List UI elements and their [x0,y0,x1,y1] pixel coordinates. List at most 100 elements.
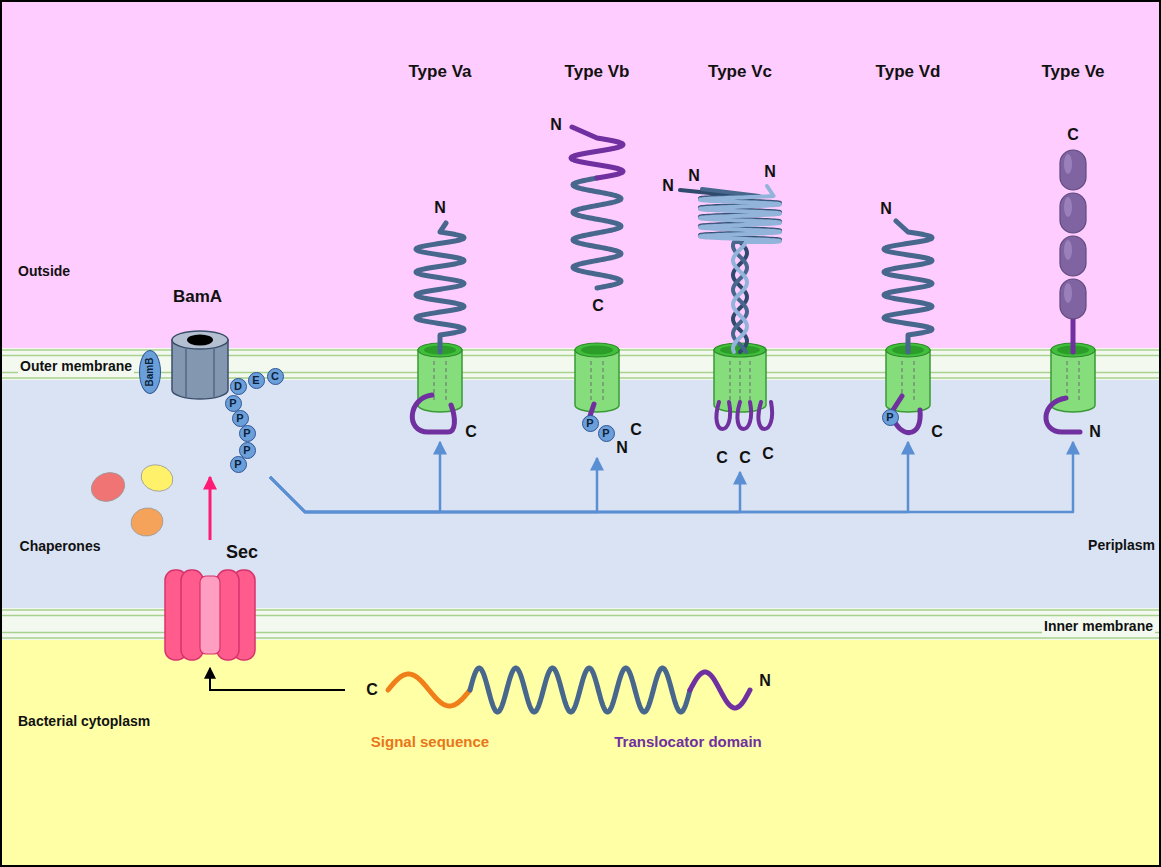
region-label: Outer membrane [18,358,134,374]
complex-name: Sec [226,542,258,563]
domain-circle: P [582,415,599,432]
bama-complex: BamABamBDECPPPPP [135,285,300,477]
domain-letter: P [243,428,250,439]
translocator-coil [571,127,623,178]
barrel-dash [445,361,447,403]
terminus-letter: N [759,672,771,690]
chaperone-blob [87,468,129,506]
translocator-loop [1046,398,1080,432]
barrel-dash [913,361,915,403]
translocator-loop [737,402,751,429]
domain-letter: D [234,381,242,392]
terminus-letter: C [366,681,378,699]
import-arrow [210,668,345,690]
domain-circle: P [882,409,899,426]
domain-circle: P [598,425,615,442]
signal-sequence-strand [388,674,470,706]
translocator-barrel [575,350,619,412]
terminus-letter: N [1089,423,1101,441]
terminus-letter: C [592,297,604,315]
chaperone-blob [129,505,165,538]
bama-stripe [185,349,187,397]
type-heading: Type Vb [565,62,630,82]
transport-arrow [270,472,740,512]
barrel-dash [749,361,751,403]
terminus-letter: N [880,200,892,218]
domain-circle: E [248,372,265,389]
translocator-barrel [886,350,930,412]
terminus-letter: C [762,445,774,463]
domain-circle: P [232,410,249,427]
passenger-domain [1060,150,1086,190]
terminus-letter: C [739,449,751,467]
terminus-letter: N [616,439,628,457]
translocator-loop [896,410,920,433]
domain-highlight [1064,154,1072,174]
terminus-letter: C [716,449,728,467]
terminus-letter: N [688,167,700,185]
domain-highlight [1064,283,1072,303]
region-band: Inner membrane [0,608,1161,640]
translocator-loop [412,395,454,432]
outside-region [0,0,1161,348]
region-band: Bacterial cytoplasm [0,640,1161,867]
domain-circle: P [239,425,256,442]
barrel-dash [1078,361,1080,403]
protein-name: BamB [145,358,155,387]
domain-letter: P [586,418,593,429]
passenger-domain [1060,279,1086,319]
terminus-letter: N [764,163,776,181]
barrel-dash [729,361,731,403]
passenger-strand [470,668,690,712]
component-label: Chaperones [20,538,101,554]
translocator-strand [690,672,750,708]
bamb-oval: BamB [139,350,161,394]
transport-arrow [270,458,597,512]
passenger-coil [573,178,621,288]
transport-arrow [270,442,908,512]
bama-pore [187,335,213,346]
domain-highlight [1064,240,1072,260]
domain-letter: P [886,412,893,423]
region-label: Inner membrane [1042,618,1155,634]
illustration [87,127,1095,712]
transport-arrow [270,442,1073,512]
barrel-rim [575,343,619,357]
domain-letter: P [236,413,243,424]
barrel-dash [739,361,741,403]
domain-label: Translocator domain [614,733,762,750]
passenger-coil [416,223,464,352]
complex-name: BamA [173,287,222,307]
type-heading: Type Vc [708,62,772,82]
domain-letter: P [243,445,250,456]
domain-highlight [1064,197,1072,217]
region-band: Outer membrane [0,348,1161,380]
barrel-dash [602,361,604,403]
domain-letter: P [234,459,241,470]
region-band: Periplasm [0,380,1161,608]
sec-channel [200,576,220,654]
domain-circle: P [230,456,247,473]
bama-stripe [213,349,215,397]
terminus-letter: N [434,199,446,217]
translocator-loop [758,402,772,429]
domain-circle: P [225,395,242,412]
bama-rim [172,331,228,349]
passenger-domain [1060,193,1086,233]
passenger-coil [884,221,932,352]
secretion-type: Type Va [385,60,495,442]
region-label: Outside [18,263,70,279]
potra-stalk [893,396,902,410]
domain-letter: C [271,371,279,382]
domain-circle: D [230,378,247,395]
transport-arrow [209,477,212,540]
region-label: Bacterial cytoplasm [18,713,150,729]
passenger-domain [1060,236,1086,276]
translocator-barrel [418,350,462,412]
